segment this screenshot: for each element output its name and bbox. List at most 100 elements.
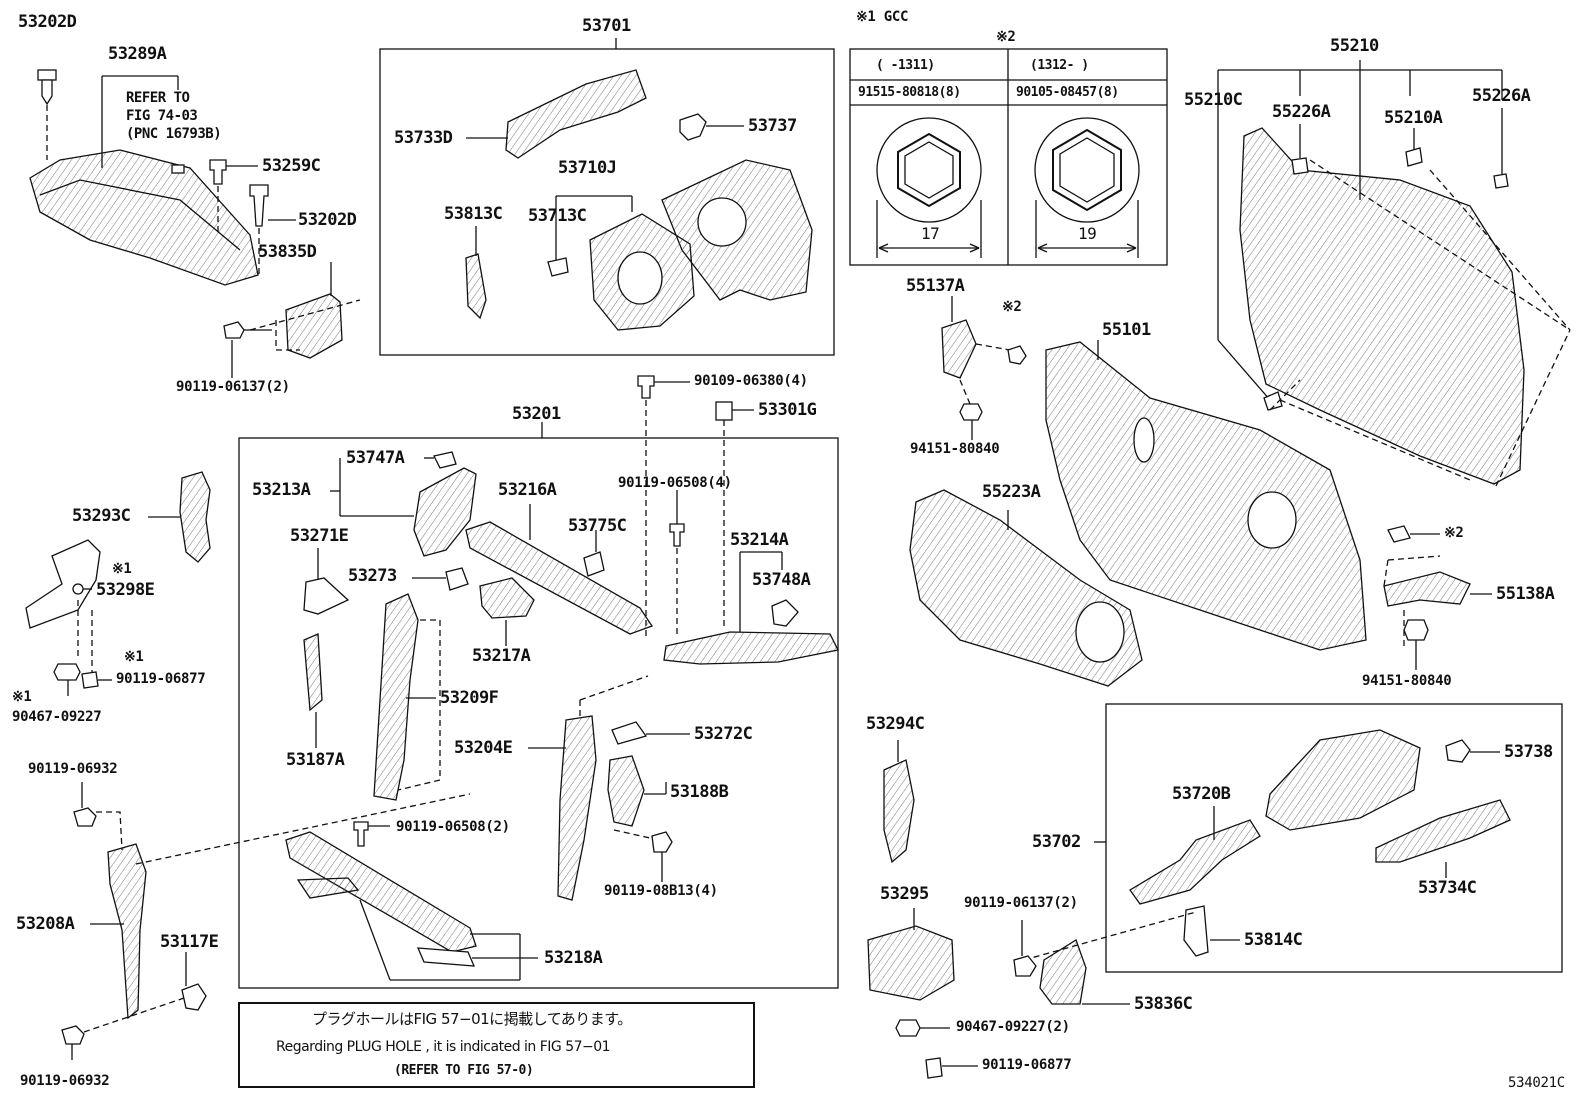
label-55226A-right: 55226A — [1472, 86, 1531, 106]
label-53734C: 53734C — [1418, 878, 1477, 898]
insulator-55210-shape — [1239, 127, 1525, 485]
label-53214A: 53214A — [730, 530, 789, 550]
mark1-90467-09227: ※1 — [12, 689, 32, 705]
apron-53702-shape — [1265, 729, 1421, 831]
label-55137A: 55137A — [906, 276, 965, 296]
legend-size-17: 17 — [921, 224, 940, 243]
label-53295: 53295 — [880, 884, 929, 904]
label-53208A: 53208A — [16, 914, 75, 934]
label-53271E: 53271E — [290, 526, 349, 546]
label-94151-80840-bot: 94151-80840 — [1362, 673, 1452, 689]
refer-note-line2: FIG 74-03 — [126, 108, 198, 124]
bracket-53298E-shape — [25, 539, 101, 629]
legend-col2-part: 90105-08457(8) — [1016, 85, 1119, 100]
mark2-55137A: ※2 — [1002, 299, 1022, 315]
bracket-55137A-shape — [941, 319, 977, 379]
label-55210: 55210 — [1330, 36, 1379, 56]
label-90119-06508-top: 90119-06508(4) — [618, 475, 732, 491]
label-90119-06877-bot: 90119-06877 — [982, 1057, 1072, 1073]
clip-53202D-shape — [37, 69, 57, 106]
legend-mark2-header: ※2 — [996, 29, 1016, 45]
bracket-53294C-shape — [883, 759, 915, 864]
label-90119-06137-left: 90119-06137(2) — [176, 379, 290, 395]
plug-note-box — [238, 1002, 755, 1088]
label-53293C: 53293C — [72, 506, 131, 526]
bracket-53295-shape — [867, 925, 955, 1001]
label-90119-06877-left: 90119-06877 — [116, 671, 206, 687]
socket-19-icon — [1034, 117, 1140, 223]
label-53835D: 53835D — [258, 242, 317, 262]
label-53813C: 53813C — [444, 204, 503, 224]
plug-note-ref: (REFER TO FIG 57-0) — [394, 1063, 534, 1078]
label-53702: 53702 — [1032, 832, 1081, 852]
label-55223A: 55223A — [982, 482, 1041, 502]
member-53213A-shape — [413, 467, 477, 557]
socket-17-icon — [876, 117, 982, 223]
mark1-90119-06877: ※1 — [124, 649, 144, 665]
label-53713C: 53713C — [528, 206, 587, 226]
label-53747A: 53747A — [346, 448, 405, 468]
label-90119-06137-right: 90119-06137(2) — [964, 895, 1078, 911]
label-90119-06932-top: 90119-06932 — [28, 761, 118, 777]
label-53187A: 53187A — [286, 750, 345, 770]
box-53701 — [379, 48, 835, 356]
cover-53289A-shape — [29, 149, 259, 286]
crossmember-53216A-shape — [465, 521, 653, 635]
pillar-53209F-shape — [373, 593, 419, 801]
label-53710J: 53710J — [558, 158, 617, 178]
label-53218A: 53218A — [544, 948, 603, 968]
label-53259C: 53259C — [262, 156, 321, 176]
clip-53738-shape — [1445, 739, 1471, 763]
bracket-55138A-shape — [1383, 571, 1471, 607]
box-53702 — [1105, 703, 1563, 973]
label-90119-06508-bot: 90119-06508(2) — [396, 819, 510, 835]
label-90119-08B13: 90119-08B13(4) — [604, 883, 718, 899]
bracket-53836C-shape — [1039, 939, 1087, 1005]
bracket-53293C-shape — [179, 471, 211, 563]
label-53213A: 53213A — [252, 480, 311, 500]
label-55101: 55101 — [1102, 320, 1151, 340]
bracket-53218A-lower-shape — [296, 877, 360, 899]
label-53748A: 53748A — [752, 570, 811, 590]
label-53294C: 53294C — [866, 714, 925, 734]
label-53201: 53201 — [512, 404, 561, 424]
label-53814C: 53814C — [1244, 930, 1303, 950]
refer-note-line1: REFER TO — [126, 90, 190, 106]
label-53301G: 53301G — [758, 400, 817, 420]
label-53701: 53701 — [582, 16, 631, 36]
label-55226A-left: 55226A — [1272, 102, 1331, 122]
legend-size-19: 19 — [1078, 224, 1097, 243]
label-53738: 53738 — [1504, 742, 1553, 762]
label-53202D: 53202D — [18, 12, 77, 32]
label-53204E: 53204E — [454, 738, 513, 758]
legend-gcc-mark: ※1 GCC — [856, 9, 909, 25]
bracket-53813C-shape — [465, 253, 487, 320]
member-53734C-shape — [1375, 799, 1511, 863]
label-53298E: 53298E — [96, 580, 155, 600]
legend-col1-part: 91515-80818(8) — [858, 85, 961, 100]
label-53188B: 53188B — [670, 782, 729, 802]
clip-53737-shape — [679, 113, 707, 141]
label-53217A: 53217A — [472, 646, 531, 666]
label-53272C: 53272C — [694, 724, 753, 744]
plug-note-jp: プラグホールはFIG 57−01に掲載してあります。 — [312, 1010, 632, 1028]
mark1-53298E: ※1 — [112, 561, 132, 577]
legend-col2-range: (1312- ) — [1030, 58, 1089, 73]
bracket-53187A-shape — [303, 633, 323, 712]
figure-id: 534021C — [1508, 1075, 1565, 1091]
label-53720B: 53720B — [1172, 784, 1231, 804]
pillar-53204E-shape — [557, 715, 597, 901]
bracket-53188B-shape — [607, 755, 645, 827]
box-53201 — [238, 437, 839, 989]
label-94151-80840-top: 94151-80840 — [910, 441, 1000, 457]
label-53733D: 53733D — [394, 128, 453, 148]
crossmember-53218A-shape — [285, 831, 477, 953]
legend-col1-range: ( -1311) — [876, 58, 935, 73]
bracket-53217A-shape — [479, 577, 535, 619]
label-90467-09227-bot: 90467-09227(2) — [956, 1019, 1070, 1035]
label-90109-06380: 90109-06380(4) — [694, 373, 808, 389]
label-53273: 53273 — [348, 566, 397, 586]
label-53216A: 53216A — [498, 480, 557, 500]
